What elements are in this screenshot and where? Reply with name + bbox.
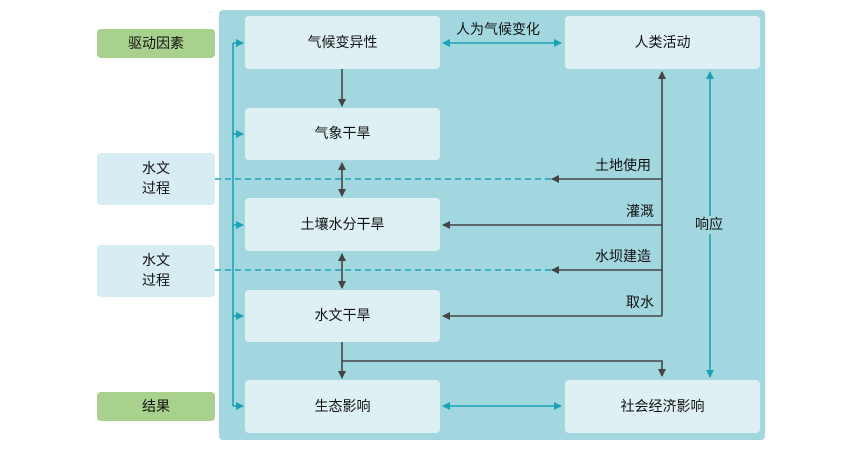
- hydrological-process-label-line2: 过程: [142, 181, 170, 197]
- hydrological-process-label-line1: 水文: [142, 161, 170, 177]
- hydrological-drought-node: 水文干旱: [245, 290, 440, 342]
- irrigation-label: 灌溉: [626, 204, 654, 220]
- human-activity-label: 人类活动: [634, 34, 691, 51]
- soil-moisture-drought-node: 土壤水分干旱: [245, 198, 440, 251]
- ecological-impact-node: 生态影响: [245, 380, 440, 433]
- meteorological-drought-node: 气象干旱: [245, 108, 440, 160]
- outcomes-tag: 结果: [97, 392, 215, 421]
- water-withdrawal-label: 取水: [626, 295, 654, 311]
- drivers-tag-label: 驱动因素: [128, 35, 184, 52]
- hydrological-drought-label: 水文干旱: [314, 308, 371, 324]
- climate-variability-node: 气候变异性: [245, 16, 440, 69]
- climate-variability-label: 气候变异性: [307, 34, 378, 51]
- response-label: 响应: [693, 216, 725, 234]
- socioeconomic-impact-node: 社会经济影响: [565, 380, 760, 433]
- socioeconomic-impact-label: 社会经济影响: [620, 398, 705, 415]
- hydrological-process-box-1: 水文 过程: [97, 153, 215, 205]
- soil-moisture-drought-label: 土壤水分干旱: [300, 216, 385, 233]
- hydrological-process-label-line1: 水文: [142, 253, 170, 269]
- land-use-label: 土地使用: [595, 158, 651, 174]
- anthropogenic-climate-change-label: 人为气候变化: [456, 22, 540, 38]
- drivers-tag: 驱动因素: [97, 29, 215, 58]
- meteorological-drought-label: 气象干旱: [314, 126, 371, 142]
- dam-construction-label: 水坝建造: [595, 249, 651, 265]
- outcomes-tag-label: 结果: [142, 398, 170, 415]
- hydrological-process-box-2: 水文 过程: [97, 245, 215, 297]
- ecological-impact-label: 生态影响: [314, 398, 371, 415]
- hydrological-process-label-line2: 过程: [142, 273, 170, 289]
- human-activity-node: 人类活动: [565, 16, 760, 69]
